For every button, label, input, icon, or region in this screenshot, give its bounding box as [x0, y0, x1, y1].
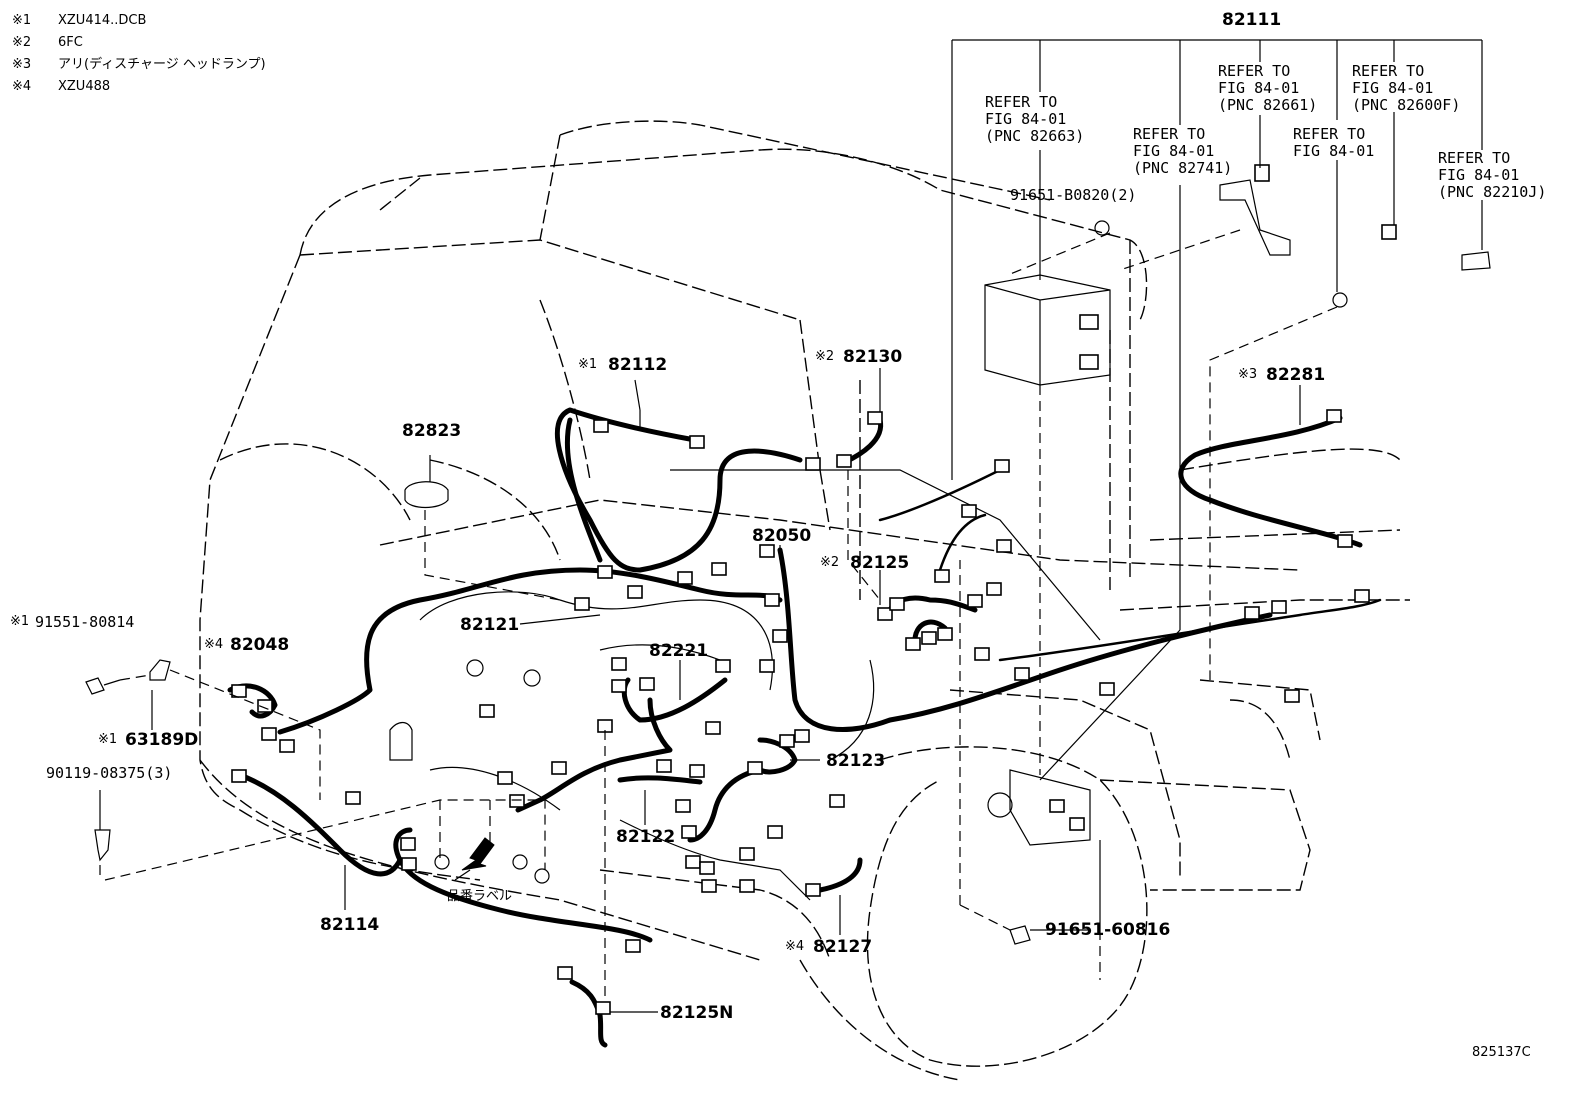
label-82125n: 82125N — [660, 1003, 733, 1023]
harness-82112 — [554, 407, 803, 573]
note-1-mark: ※1 — [12, 13, 31, 28]
notes-list: ※1 XZU414..DCB ※2 6FC ※3 アリ(ディスチャージ ヘッドラ… — [12, 13, 266, 94]
refer-82661-line3: (PNC 82661) — [1218, 96, 1317, 114]
harness-82050 — [777, 547, 1273, 732]
label-63189d: 63189D — [125, 730, 198, 750]
refer-82600f-line3: (PNC 82600F) — [1352, 96, 1460, 114]
harness-82112-drop — [564, 417, 603, 563]
note-4-mark: ※4 — [12, 79, 31, 94]
refer-82663-line2: FIG 84-01 — [985, 110, 1066, 128]
refer-82600f-line2: FIG 84-01 — [1352, 79, 1433, 97]
label-82111: 82111 — [1222, 10, 1281, 30]
refer-82210j-line2: FIG 84-01 — [1438, 166, 1519, 184]
refer-82210j-line1: REFER TO — [1438, 149, 1510, 167]
note-2-mark: ※2 — [12, 35, 31, 50]
label-82125-mark: ※2 — [820, 555, 839, 570]
harness-82123 — [687, 737, 798, 843]
refer-82663-line1: REFER TO — [985, 93, 1057, 111]
sensor-cluster — [987, 769, 1091, 846]
label-82048-mark: ※4 — [204, 637, 223, 652]
label-82127: 82127 — [813, 937, 872, 957]
label-82048: 82048 — [230, 635, 289, 655]
label-arrow — [454, 837, 495, 881]
harness-82121-long — [277, 567, 783, 735]
label-91551-mark: ※1 — [10, 614, 29, 629]
refer-82741-line3: (PNC 82741) — [1133, 159, 1232, 177]
refer-82661-line1: REFER TO — [1218, 62, 1290, 80]
label-tag-text: 品番ラベル — [447, 889, 512, 904]
harness-82111-branch2 — [938, 513, 987, 572]
small-parts-top-right — [1094, 164, 1491, 308]
refer-plain-line2: FIG 84-01 — [1293, 142, 1374, 160]
note-4-text: XZU488 — [58, 79, 110, 94]
connector-set — [231, 409, 1370, 1015]
harness-82111-branch — [878, 468, 1002, 522]
refer-82741-line1: REFER TO — [1133, 125, 1205, 143]
label-82823: 82823 — [402, 421, 461, 441]
refer-82663-line3: (PNC 82663) — [985, 127, 1084, 145]
label-91551-80814: 91551-80814 — [35, 613, 134, 631]
label-63189d-mark: ※1 — [98, 732, 117, 747]
figure-id: 825137C — [1472, 1045, 1531, 1060]
refer-82661-line2: FIG 84-01 — [1218, 79, 1299, 97]
refer-82600f-line1: REFER TO — [1352, 62, 1424, 80]
part-labels: 82111 REFER TO FIG 84-01 (PNC 82663) REF… — [10, 10, 1546, 1060]
label-82281: 82281 — [1266, 365, 1325, 385]
leader-lines — [99, 39, 1483, 1013]
harness-82048 — [227, 683, 278, 719]
label-82281-mark: ※3 — [1238, 367, 1257, 382]
fasteners — [85, 659, 1031, 945]
note-2-text: 6FC — [58, 35, 83, 50]
label-82125: 82125 — [850, 553, 909, 573]
label-82123: 82123 — [826, 751, 885, 771]
harness-82127 — [817, 857, 863, 893]
note-3-mark: ※3 — [12, 57, 31, 72]
harness-lines — [227, 407, 1382, 1048]
refer-82741-line2: FIG 84-01 — [1133, 142, 1214, 160]
label-91651-b0820: 91651-B0820(2) — [1010, 186, 1136, 204]
label-82050: 82050 — [752, 526, 811, 546]
refer-plain-line1: REFER TO — [1293, 125, 1365, 143]
truck-cab-outline — [199, 120, 1410, 1081]
harness-82111-right — [998, 598, 1382, 662]
label-82112: 82112 — [608, 355, 667, 375]
harness-82123b — [617, 775, 703, 785]
label-91651-60816: 91651-60816 — [1045, 920, 1170, 940]
harness-82281 — [1178, 415, 1363, 548]
harness-82114 — [237, 772, 653, 943]
label-90119-08375: 90119-08375(3) — [46, 764, 172, 782]
note-3-text: アリ(ディスチャージ ヘッドランプ) — [58, 56, 266, 72]
label-82130: 82130 — [843, 347, 902, 367]
label-82114: 82114 — [320, 915, 379, 935]
harness-82114b — [393, 827, 413, 863]
harness-82125b — [912, 619, 948, 643]
harness-82125n — [569, 979, 608, 1048]
label-82127-mark: ※4 — [785, 939, 804, 954]
label-82221: 82221 — [649, 641, 708, 661]
refer-82210j-line3: (PNC 82210J) — [1438, 183, 1546, 201]
part-82823-component — [404, 455, 449, 509]
relay-block — [984, 274, 1111, 386]
note-1-text: XZU414..DCB — [58, 13, 146, 28]
label-82122: 82122 — [616, 827, 675, 847]
label-82112-mark: ※1 — [578, 357, 597, 372]
harness-82221b — [515, 697, 673, 813]
label-82121: 82121 — [460, 615, 519, 635]
label-82130-mark: ※2 — [815, 349, 834, 364]
